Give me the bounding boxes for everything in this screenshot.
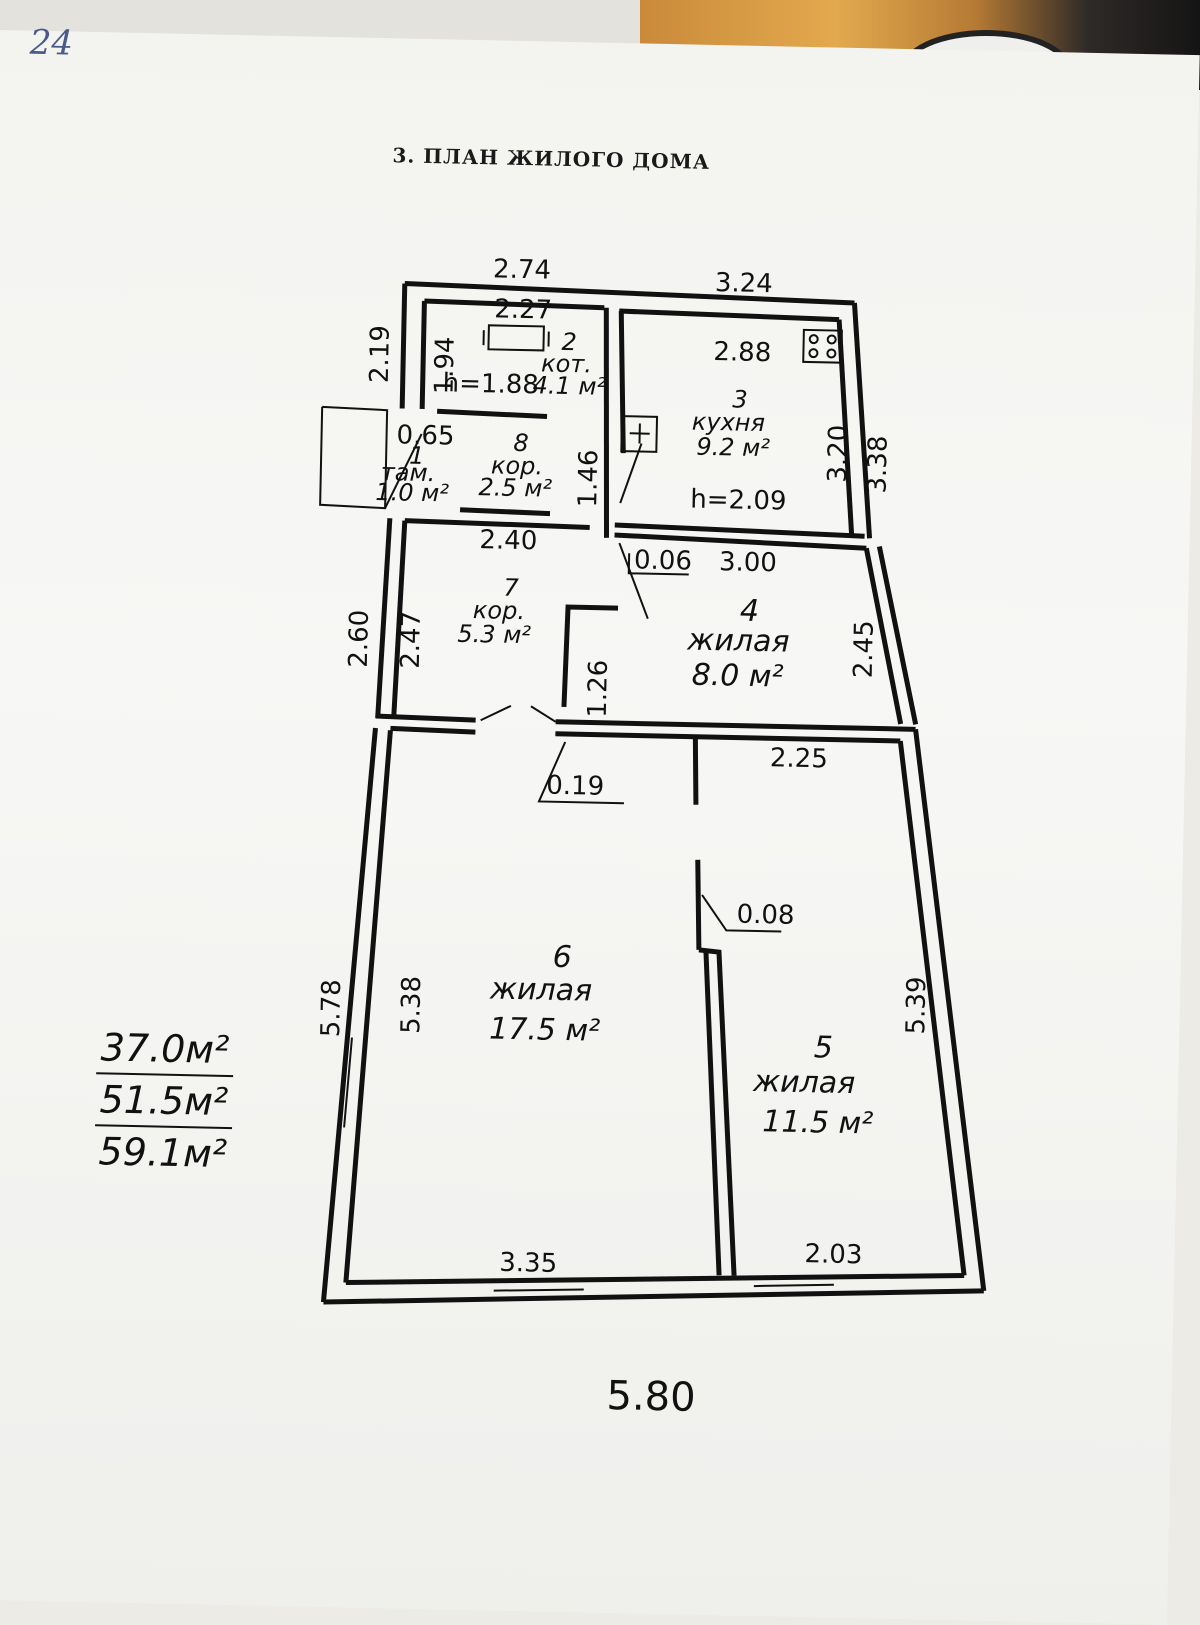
dim-room7-width: 2.40: [479, 525, 538, 556]
dim-offset-0-08: 0.08: [736, 900, 795, 931]
room-7-label: 7 кор. 5.3 м²: [457, 573, 532, 650]
dim-offset-0-06: 0.06: [634, 545, 693, 576]
area-total: 59.1м²: [94, 1126, 232, 1179]
dim-corridor8-height: 1.46: [573, 449, 604, 508]
area-living: 37.0м²: [96, 1022, 234, 1077]
room2-bottom-wall: [437, 411, 547, 416]
corridor7-left-wall-outer: [378, 518, 390, 718]
outer-wall-top: [402, 284, 405, 409]
middle-wall-left-2: [390, 728, 475, 732]
dim-room5-height: 5.39: [901, 976, 932, 1035]
area-summary: 37.0м² 51.5м² 59.1м²: [94, 1022, 234, 1179]
dim-room4-width: 3.00: [719, 547, 778, 578]
dim-room6-bottom-width: 3.35: [499, 1248, 558, 1279]
room-6-name: жилая: [489, 971, 593, 1008]
dim-room7-inner-height: 2.47: [396, 611, 427, 670]
room-3-area: 9.2 м²: [696, 433, 770, 463]
bottom-window-1: [494, 1288, 584, 1293]
corridor8-bottom-wall: [460, 510, 550, 514]
room-5-number: 5: [813, 1030, 833, 1065]
boiler-icon: [483, 325, 548, 350]
sink-icon: [621, 416, 657, 452]
kitchen-right-wall: [850, 303, 875, 538]
dim-left-upper: 2.19: [365, 325, 396, 384]
room-2-area: 4.1 м²: [532, 371, 606, 401]
dim-kitchen-height-inner: 3.20: [823, 424, 854, 483]
middle-wall-right-2: [555, 734, 900, 741]
room-3-label: 3 кухня 9.2 м²: [691, 385, 771, 463]
dim-room5-bottom-width: 2.03: [804, 1239, 863, 1270]
dim-overall-width: 5.80: [606, 1373, 696, 1421]
room2-left-wall: [422, 301, 424, 409]
middle-door-swing-2: [531, 706, 556, 722]
dim-kitchen-height-outer: 3.38: [862, 435, 893, 494]
dim-room4-height: 2.45: [849, 620, 880, 679]
stove-icon: [803, 330, 842, 363]
room-5-label: 5 жилая 11.5 м²: [751, 1029, 875, 1142]
kitchen-top-wall: [619, 311, 839, 320]
dim-left-outer-lower: 5.78: [316, 979, 347, 1038]
middle-wall-right: [556, 722, 916, 730]
dim-room2-ceiling: h=1.88: [442, 368, 539, 400]
dim-top-left: 2.74: [493, 254, 552, 285]
room-6-number: 6: [552, 940, 572, 975]
dim-room1-width: 0.65: [396, 420, 455, 451]
bottom-window-2: [754, 1283, 834, 1288]
dim-room5-upper-width: 2.25: [770, 743, 829, 774]
outer-wall-top-line: [405, 284, 855, 303]
room-1-area: 1.0 м²: [375, 478, 449, 508]
room-8-area: 2.5 м²: [478, 473, 552, 503]
floor-plan: 2.74 3.24 2.19 2.27 1.94 h=1.88 2.88 3.2…: [0, 30, 1200, 1625]
dim-partition-1: 1.26: [583, 659, 614, 718]
dim-offset-0-19: 0.19: [546, 771, 605, 802]
partition-5-6-top: [694, 737, 697, 805]
room-8-label: 8 кор. 2.5 м²: [478, 428, 553, 503]
plan-sheet: 24 3. ПЛАН ЖИЛОГО ДОМА: [0, 30, 1200, 1625]
room-6-area: 17.5 м²: [489, 1011, 601, 1048]
dim-kitchen-width: 2.88: [713, 337, 772, 368]
dim-room2-width: 2.27: [494, 294, 553, 325]
dim-room7-outer-height: 2.60: [344, 609, 375, 668]
dim-kitchen-ceiling: h=2.09: [690, 485, 787, 517]
room-6-label: 6 жилая 17.5 м²: [488, 938, 602, 1048]
room-4-area: 8.0 м²: [691, 658, 784, 695]
middle-door-swing: [481, 705, 511, 721]
middle-wall-left: [376, 716, 476, 720]
room-4-name: жилая: [686, 623, 790, 660]
dim-top-right: 3.24: [715, 268, 774, 299]
room-5-name: жилая: [752, 1064, 856, 1101]
room-4-label: 4 жилая 8.0 м²: [685, 593, 790, 695]
room-5-area: 11.5 м²: [762, 1104, 874, 1141]
room-7-area: 5.3 м²: [457, 620, 531, 650]
area-usable: 51.5м²: [95, 1074, 233, 1129]
dim-room6-height: 5.38: [396, 976, 427, 1035]
partition-5-6-a: [696, 860, 701, 950]
